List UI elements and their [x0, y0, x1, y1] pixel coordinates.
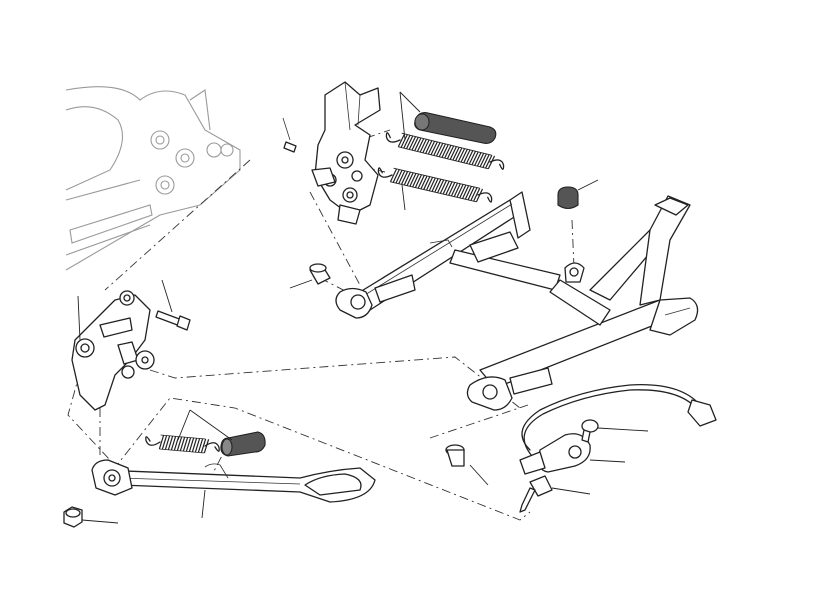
switch-screw [581, 419, 649, 443]
rubber-bumper-left [289, 263, 331, 289]
engine-case-outline [65, 86, 241, 271]
side-stand-switch [519, 384, 717, 475]
side-stand [91, 459, 376, 519]
side-stand-bracket [71, 290, 155, 411]
nut [63, 506, 119, 528]
rubber-bumper-lower [445, 444, 489, 486]
spring-cover-side [177, 409, 266, 457]
rubber-bumper-top [557, 179, 599, 210]
center-stand-bracket [311, 81, 381, 225]
bolt-bracket [155, 279, 191, 331]
spring-cover-top [414, 112, 497, 144]
switch-bolt [519, 475, 591, 513]
spring-side [145, 434, 220, 454]
spring-upper [385, 132, 505, 170]
spring-lower [377, 167, 493, 203]
center-stand [335, 191, 699, 411]
bolt-small [282, 117, 297, 153]
